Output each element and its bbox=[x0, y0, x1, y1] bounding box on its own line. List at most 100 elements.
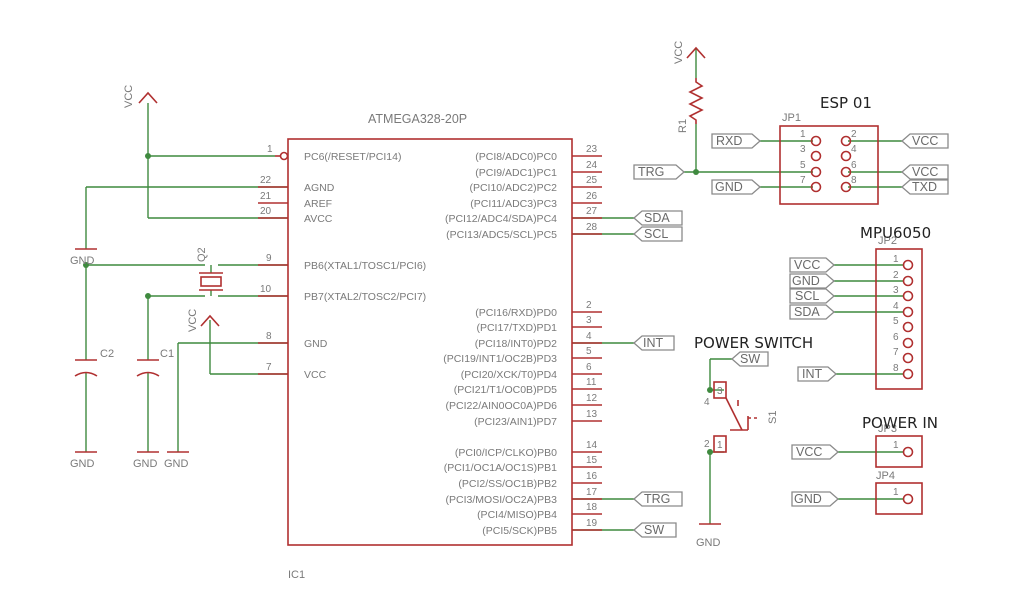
tag-vcc-jp1-a-text: VCC bbox=[912, 134, 938, 148]
pin-num: 7 bbox=[266, 362, 272, 373]
pin-label: (PCI9/ADC1)PC1 bbox=[475, 167, 557, 179]
resistor-r1: R1 bbox=[677, 78, 704, 133]
pin-num: 4 bbox=[586, 331, 592, 342]
tag-txd: TXD bbox=[901, 179, 949, 195]
jp2-label: JP2 bbox=[878, 235, 897, 247]
annotations: ESP 01 MPU6050 POWER SWITCH POWER IN bbox=[694, 94, 938, 432]
pin-label: (PCI18/INT0)PD2 bbox=[475, 338, 557, 350]
jp1-pin-num: 5 bbox=[800, 160, 806, 171]
pin-num: 9 bbox=[266, 253, 272, 264]
pin-label: AVCC bbox=[304, 213, 333, 225]
pin-label: (PCI2/SS/OC1B)PB2 bbox=[458, 478, 557, 490]
tag-vcc-jp3: VCC bbox=[791, 444, 839, 460]
pin-num: 5 bbox=[586, 346, 592, 357]
q2-label: Q2 bbox=[196, 247, 208, 262]
jp2-pin-circle bbox=[902, 352, 914, 364]
tag-trg-r1-text: TRG bbox=[638, 165, 664, 179]
sw-pin-num: 4 bbox=[704, 397, 710, 408]
pin-num: 2 bbox=[586, 300, 592, 311]
tag-gnd-mpu-text: GND bbox=[792, 274, 820, 288]
jp4-label: JP4 bbox=[876, 470, 895, 482]
tag-int-mpu: INT bbox=[797, 366, 837, 382]
tag-trg-ic-text: TRG bbox=[644, 492, 670, 506]
jp2-pin-num: 6 bbox=[893, 332, 899, 343]
gnd-label-c1: GND bbox=[133, 458, 158, 470]
gnd-label-c2: GND bbox=[70, 458, 95, 470]
ic-name: ATMEGA328-20P bbox=[368, 112, 467, 126]
gnd-label-pin8: GND bbox=[164, 458, 189, 470]
tag-int-ic: INT bbox=[633, 335, 675, 351]
tag-sda: SDA bbox=[633, 210, 683, 226]
pin-label: (PCI16/RXD)PD0 bbox=[475, 307, 557, 319]
pin-label: AGND bbox=[304, 182, 335, 194]
tag-vcc-jp1-a: VCC bbox=[901, 133, 949, 149]
vcc-symbol-left: VCC bbox=[123, 85, 158, 108]
tag-vcc-jp1-b: VCC bbox=[901, 164, 949, 180]
annotation-power-switch: POWER SWITCH bbox=[694, 334, 813, 352]
jp4-pin-num: 1 bbox=[893, 487, 899, 498]
tag-vcc-jp3-text: VCC bbox=[796, 445, 822, 459]
pin-num: 13 bbox=[586, 409, 598, 420]
jp2-pin-circle bbox=[902, 290, 914, 302]
tag-gnd-mpu: GND bbox=[789, 273, 835, 289]
pin-num: 1 bbox=[267, 144, 273, 155]
jp2-pin-circle bbox=[902, 368, 914, 380]
pin-num: 10 bbox=[260, 284, 272, 295]
pin-num: 24 bbox=[586, 160, 598, 171]
tag-sw-switch: SW bbox=[731, 351, 769, 367]
jp1-pin-num: 7 bbox=[800, 175, 806, 186]
vcc-label-pin7: VCC bbox=[187, 309, 199, 332]
jp1-pin-num: 2 bbox=[851, 129, 857, 140]
tag-scl-mpu-text: SCL bbox=[795, 289, 819, 303]
pin-num: 28 bbox=[586, 222, 598, 233]
jp3-pin-num: 1 bbox=[893, 440, 899, 451]
jp2-pin-num: 8 bbox=[893, 363, 899, 374]
pin-label: (PCI17/TXD)PD1 bbox=[476, 322, 557, 334]
tag-txd-text: TXD bbox=[912, 180, 937, 194]
vcc-symbol-r1: VCC bbox=[673, 41, 706, 64]
jp1-pin-circles bbox=[810, 135, 852, 193]
tag-int-mpu-text: INT bbox=[802, 367, 823, 381]
pin-num: 14 bbox=[586, 440, 598, 451]
tag-scl: SCL bbox=[633, 226, 683, 242]
crystal-q2: Q2 bbox=[196, 247, 223, 291]
pin-label: (PCI8/ADC0)PC0 bbox=[475, 151, 557, 163]
pin-label: (PCI1/OC1A/OC1S)PB1 bbox=[444, 462, 557, 474]
jp1-pin-num: 3 bbox=[800, 144, 806, 155]
jp1-pin-num: 1 bbox=[800, 129, 806, 140]
pin-label: (PCI20/XCK/T0)PD4 bbox=[461, 369, 557, 381]
jp2-pin-circle bbox=[902, 321, 914, 333]
vcc-symbol-pin7: VCC bbox=[187, 309, 220, 332]
annotation-power-in: POWER IN bbox=[862, 414, 938, 432]
sw-pin-num: 3 bbox=[717, 386, 723, 397]
tag-scl-mpu: SCL bbox=[789, 288, 835, 304]
annotation-esp: ESP 01 bbox=[820, 94, 872, 112]
pin-num: 20 bbox=[260, 206, 272, 217]
capacitor-c2: C2 bbox=[74, 348, 114, 377]
tag-vcc-jp1-b-text: VCC bbox=[912, 165, 938, 179]
pin-label: (PCI12/ADC4/SDA)PC4 bbox=[445, 213, 557, 225]
net-tags: SDA SCL INT TRG SW TRG RXD GND VCC VCC T… bbox=[633, 133, 949, 538]
pin-num: 15 bbox=[586, 455, 598, 466]
sw-pin-num: 1 bbox=[717, 440, 723, 451]
tag-sw-switch-text: SW bbox=[740, 352, 760, 366]
pin-num: 3 bbox=[586, 315, 592, 326]
tag-scl-text: SCL bbox=[644, 227, 668, 241]
vcc-label-r1: VCC bbox=[673, 41, 685, 64]
pin-num: 6 bbox=[586, 362, 592, 373]
pin-num: 22 bbox=[260, 175, 272, 186]
jp2-pin-num: 3 bbox=[893, 285, 899, 296]
header-jp4: 1 JP4 bbox=[875, 470, 923, 515]
pin-label: VCC bbox=[304, 369, 327, 381]
gnd-symbol-pin8: GND bbox=[164, 451, 189, 470]
ic-right-pins: 23(PCI8/ADC0)PC024(PCI9/ADC1)PC125(PCI10… bbox=[443, 144, 602, 537]
tag-sw-ic: SW bbox=[633, 522, 677, 538]
jp2-pin-num: 5 bbox=[893, 316, 899, 327]
pin-label: (PCI5/SCK)PB5 bbox=[482, 525, 557, 537]
jp2-pin-circle bbox=[902, 275, 914, 287]
tag-int-ic-text: INT bbox=[643, 336, 664, 350]
tag-sda-text: SDA bbox=[644, 211, 670, 225]
pin-label: (PCI10/ADC2)PC2 bbox=[469, 182, 557, 194]
